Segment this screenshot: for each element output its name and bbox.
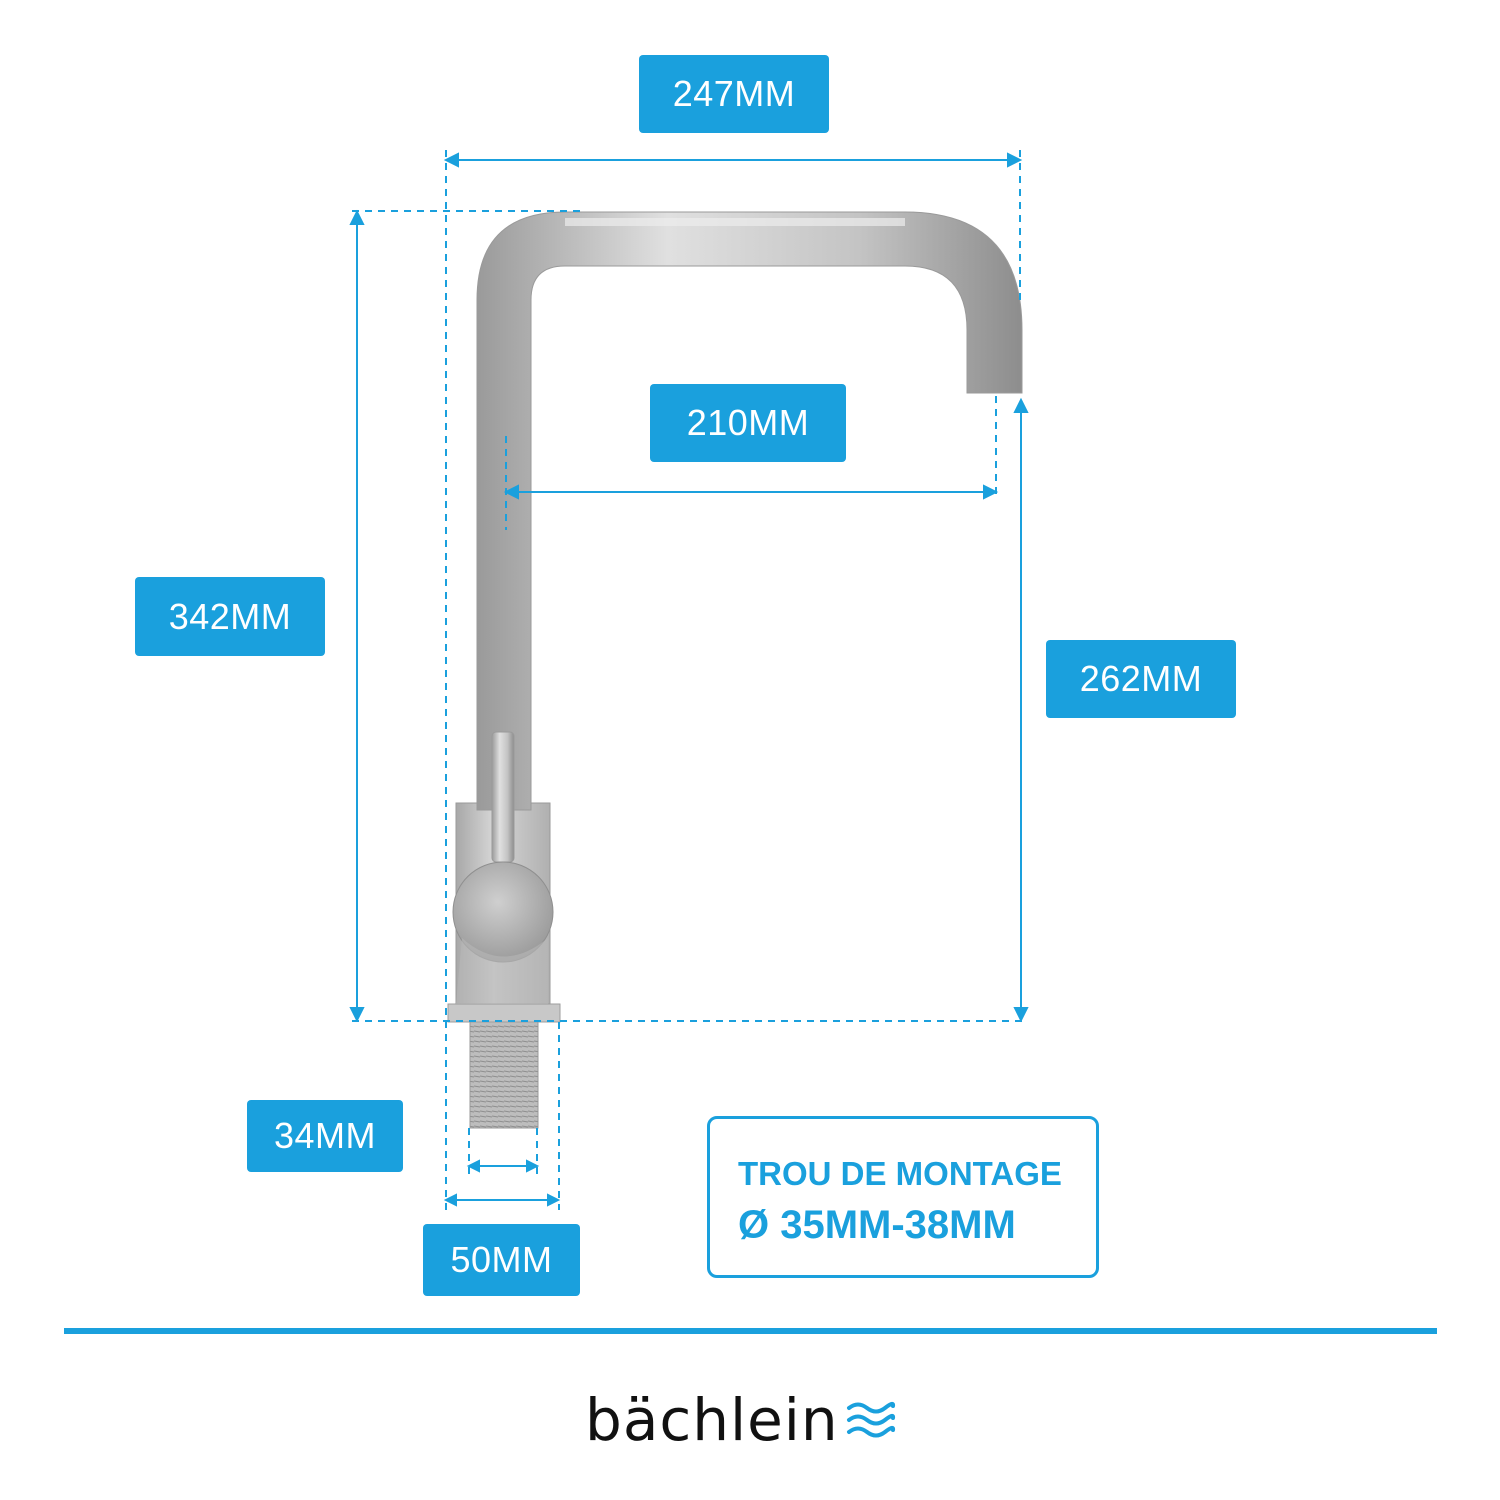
brand-name: bächlein [585, 1386, 839, 1454]
label-thread-diameter: 34MM [247, 1100, 403, 1172]
waves-icon [846, 1401, 895, 1438]
knob-lower [456, 938, 548, 1004]
threaded-shank [469, 1021, 539, 1129]
label-reach: 210MM [650, 384, 846, 462]
label-base-diameter: 50MM [423, 1224, 580, 1296]
mounting-hole-title: TROU DE MONTAGE [738, 1155, 1062, 1192]
spout-pipe [476, 211, 1023, 811]
divider-line [64, 1328, 1437, 1334]
handle-lever [491, 731, 515, 863]
label-spout-height: 262MM [1046, 640, 1236, 718]
base-ring [447, 1003, 561, 1023]
mounting-hole-box: TROU DE MONTAGE Ø 35MM-38MM [707, 1116, 1099, 1278]
label-total-height: 342MM [135, 577, 325, 656]
label-total-width: 247MM [639, 55, 829, 133]
mounting-hole-value: Ø 35MM-38MM [738, 1203, 1016, 1247]
brand-logo: bächlein [585, 1380, 897, 1460]
